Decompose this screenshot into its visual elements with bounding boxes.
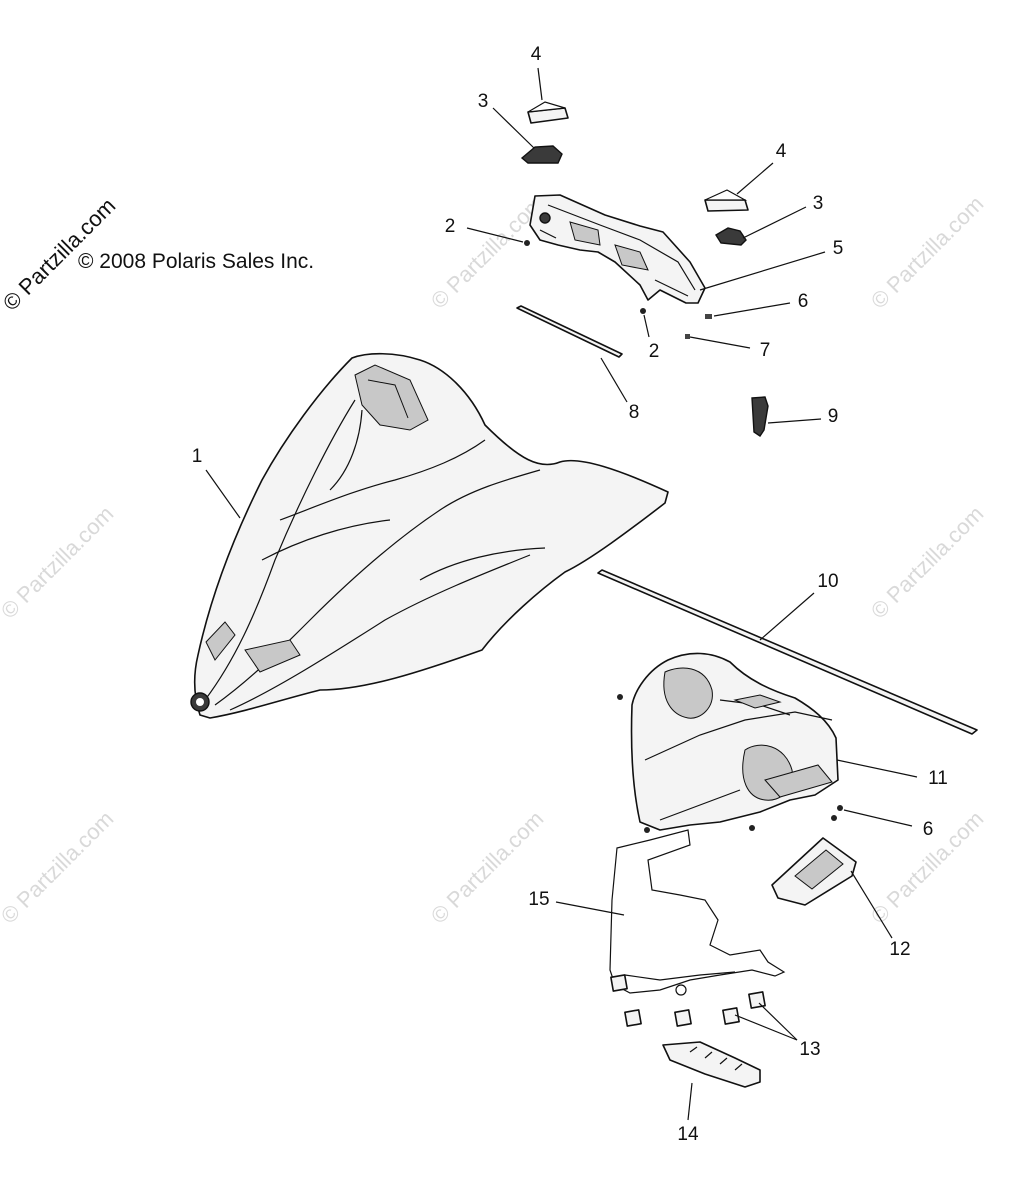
- callout-2-left: 2: [445, 216, 456, 237]
- screw-housing-right: [831, 815, 837, 821]
- part-14-foam-strip: [662, 1041, 761, 1088]
- watermark: © Partzilla.com: [426, 191, 549, 314]
- part-6-fastener-upper: [705, 314, 712, 319]
- callout-13: 13: [799, 1039, 820, 1060]
- part-6-fastener-lower: [837, 805, 843, 811]
- callout-9: 9: [828, 406, 839, 427]
- callout-7: 7: [760, 340, 771, 361]
- callout-11: 11: [928, 768, 948, 789]
- callout-15: 15: [528, 889, 549, 910]
- callout-14: 14: [677, 1124, 699, 1145]
- part-3-upper-bracket: [520, 145, 563, 164]
- part-2-screw-left: [524, 240, 530, 246]
- part-3-right-bracket: [715, 227, 747, 246]
- callout-6-upper: 6: [798, 291, 809, 312]
- part-12-vent: [771, 837, 857, 906]
- part-11-dash-housing: [630, 652, 839, 831]
- part-9-clip: [751, 396, 769, 437]
- screw-housing-bottom-left: [644, 827, 650, 833]
- part-5-instrument-console: [529, 194, 706, 304]
- callout-labels: 4 3 2 2 4 3 5 6 7 8 9 1 10 11 6 15 12 13…: [192, 44, 948, 1145]
- part-15-insulation-panel: [609, 829, 786, 994]
- watermark: © Partzilla.com: [866, 191, 989, 314]
- watermark: © Partzilla.com: [0, 806, 118, 929]
- callout-6-lower: 6: [923, 819, 934, 840]
- callout-1: 1: [192, 446, 203, 467]
- callout-8: 8: [629, 402, 640, 423]
- part-10-long-seal-strip: [597, 569, 978, 735]
- copyright-text: © 2008 Polaris Sales Inc.: [78, 250, 314, 273]
- callout-10: 10: [817, 571, 838, 592]
- part-8-seal-strip: [516, 305, 623, 358]
- watermark: © Partzilla.com: [426, 806, 549, 929]
- part-2-screw-right: [640, 308, 646, 314]
- callout-5: 5: [833, 238, 844, 259]
- part-7-fastener: [685, 334, 690, 339]
- part-1-hood: [190, 352, 669, 719]
- leader-lines: [205, 67, 918, 1121]
- screw-housing-top: [617, 694, 623, 700]
- callout-4-upper: 4: [531, 44, 542, 65]
- part-4-right-wedge: [704, 189, 749, 212]
- callout-2-right: 2: [649, 341, 660, 362]
- callout-3-upper: 3: [478, 91, 489, 112]
- callout-3-right: 3: [813, 193, 824, 214]
- watermark: © Partzilla.com: [866, 501, 989, 624]
- screw-housing-bottom-mid: [749, 825, 755, 831]
- callout-12: 12: [889, 939, 910, 960]
- callout-4-right: 4: [776, 141, 787, 162]
- part-13-pads: [610, 974, 766, 1027]
- part-4-upper-wedge: [527, 101, 569, 124]
- watermark: © Partzilla.com: [0, 501, 118, 624]
